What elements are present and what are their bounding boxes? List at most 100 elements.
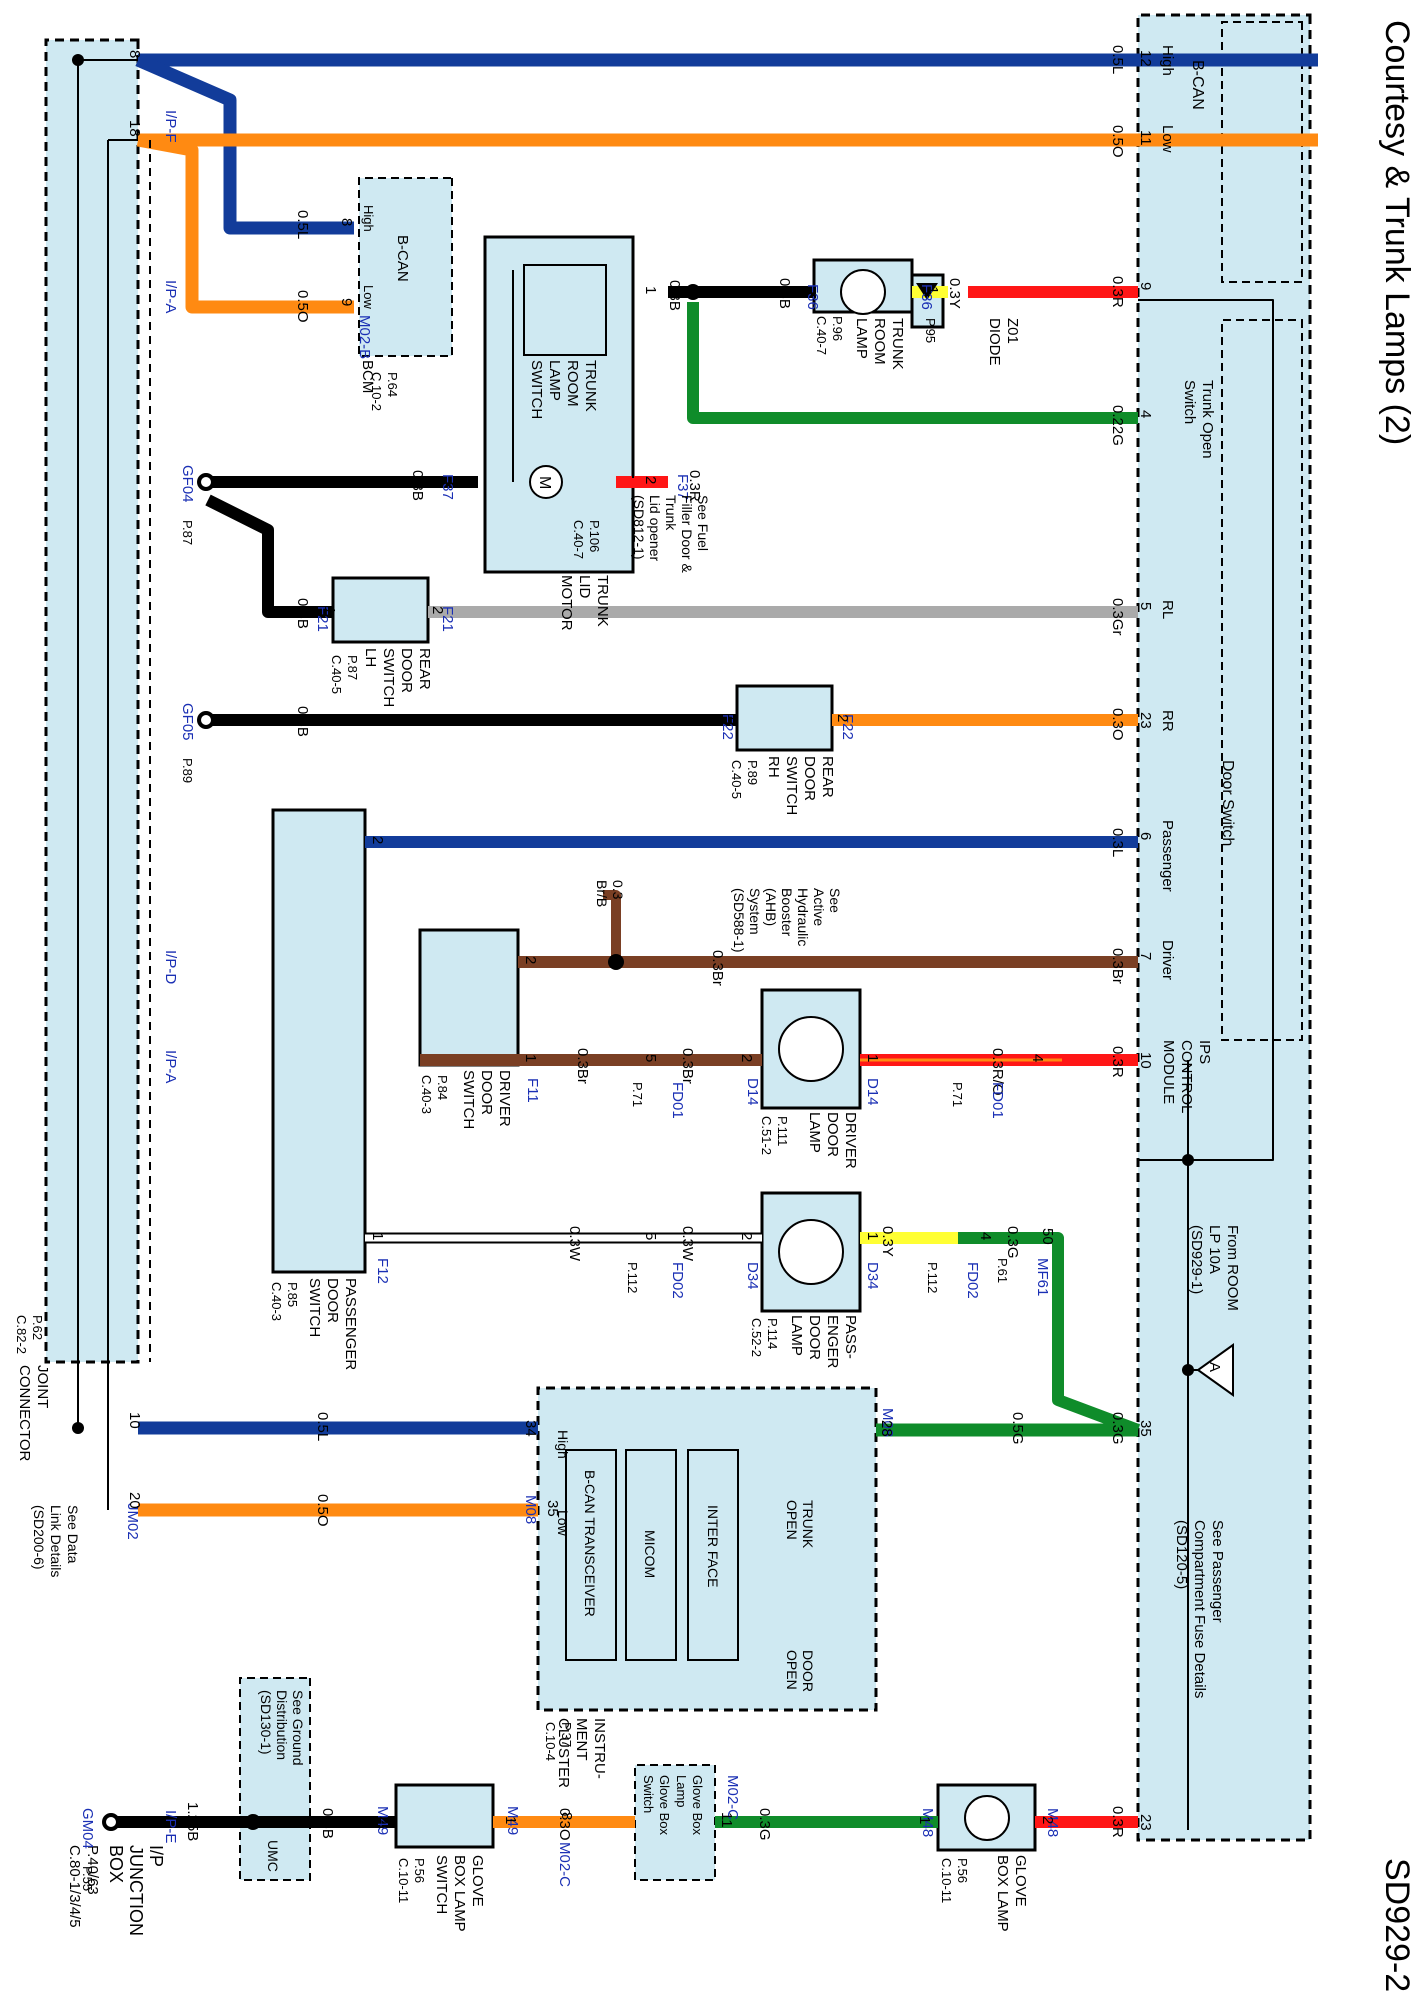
bcm-b-can-box [358,177,453,357]
umc-label: UMC [265,1840,281,1872]
motor-symbol-label: M [536,476,553,489]
trunk-switch-label: ROOM [564,360,581,407]
ip-pin-p23b: 23 [1137,1814,1154,1831]
cluster-label: MENT [573,1718,590,1761]
jc-pin-p10: 10 [126,1412,143,1429]
trunk-lamp-wire2: 0.3B [776,278,793,309]
connector-m48: M48 [919,1808,936,1837]
bcm-wire-w8: 0.5L [294,210,311,239]
trunk-switch-label: TRUNK [582,360,599,412]
rear-rh-label: RH [765,756,782,778]
connector-f22: F22 [839,714,856,740]
diode-ref: P.95 [923,318,938,343]
bcm-ref: P.64 [385,372,400,397]
ip-junction-box-label: I/P [146,1845,166,1867]
data-link-note: (SD200-6) [31,1505,47,1570]
fuel-filler-note: See Fuel [695,495,711,551]
driver-lamp-label: DRIVER [842,1112,859,1169]
glove-lamp-wire: 0.3G [756,1808,773,1841]
trunk-lamp-pin1: 1 [924,286,941,294]
driver-lamp-pin2: 2 [738,1054,755,1062]
trunk-room-lamp-label: LAMP [853,318,870,359]
ip-pin-p7: 7 [1137,952,1154,960]
driver-door-switch-box [418,928,520,1067]
fd01-ref-2: P.71 [950,1082,965,1107]
passenger-lamp-wire1: 0.3Y [879,1226,896,1257]
wire-room-green [958,1232,1141,1436]
data-link-note: Link Details [48,1505,64,1577]
trunk-switch-label: LAMP [546,360,563,401]
fuse-note-label: (SD120-5) [1173,1520,1190,1589]
ip-junction-box-label: BOX [106,1845,126,1883]
cluster-interface-label: INTER FACE [705,1505,721,1587]
rear-lh-label: LH [362,648,379,667]
trunk-lid-pin2: 2 [642,476,659,484]
fuel-filler-note: Lid opener [647,495,663,562]
connector-m49: M49 [504,1806,521,1835]
fuel-filler-note: Trunk [663,495,679,531]
junction-dot [1182,1154,1194,1166]
ip-junction-box-label: JUNCTION [126,1845,146,1936]
fuse-note-label: Compartment Fuse Details [1191,1520,1208,1698]
connector-f21: F21 [439,606,456,632]
ahb-wire: 0.3 [610,880,626,900]
glove-lamp-label: GLOVE [1012,1855,1029,1907]
component-boxes [44,13,1312,1881]
ground-gm04: GM04 [79,1808,96,1849]
fd02-ref-2: P.112 [925,1262,940,1293]
glove-switch-wire-gnd: 1.25B [184,1802,201,1841]
passenger-switch-pin2: 2 [369,836,386,844]
trunk-lid-motor-label: MOTOR [558,575,575,631]
driver-lamp-pin1: 1 [864,1054,881,1062]
ip-pin-p9: 9 [1137,282,1154,290]
connector-f36-2: F36 [918,284,935,310]
ip-pin-p5: 5 [1137,602,1154,610]
glove-lamp-bcm-label: Lamp [674,1775,689,1808]
ip-pin-p35: 35 [1137,1420,1154,1437]
ground-dist-note: See Ground [290,1690,306,1766]
fd02-wire-left: 0.3W [566,1226,583,1262]
ip-wire-w35: 0.3G [1109,1412,1126,1445]
glove-switch-label: SWITCH [433,1855,450,1914]
bcm-bcan-label: B-CAN [394,235,411,282]
connector-f12: F12 [374,1258,391,1284]
ground-symbol-gf04 [197,473,215,491]
passenger-lamp-ref: P.114 [765,1318,780,1349]
passenger-lamp-pin2: 2 [738,1232,755,1240]
trunk-lid-motor-symbol [529,465,563,499]
ip-bcan-label: B-CAN [1189,60,1206,110]
cluster-transceiver-label: B-CAN TRANSCEIVER [582,1470,598,1617]
connector-fd02: FD02 [669,1262,686,1299]
driver-lamp-wire2: 0.3Br [679,1048,696,1084]
passenger-lamp-label: PASS- [842,1315,859,1359]
connector-m02c: M02-C [724,1775,741,1820]
from-room-label: (SD929-1) [1188,1225,1205,1294]
cluster-label: INSTRU- [591,1718,608,1779]
rear-rh-wire: 0.3B [294,706,311,737]
cluster-micom-block [625,1449,677,1661]
rear-door-switch-lh-box [331,576,430,644]
passenger-switch-label: DOOR [324,1278,341,1323]
ground-gm04-ref: P.55 [80,1866,95,1891]
passenger-lamp-wire2: 0.3W [679,1226,696,1262]
rear-rh-label: DOOR [801,756,818,801]
rear-lh-wire: 0.3B [294,598,311,629]
junction-dot [1182,1364,1194,1376]
passenger-lamp-label: DOOR [806,1315,823,1360]
connector-d14-2: D14 [864,1078,881,1106]
ip-pin-p10: 10 [1137,1052,1154,1069]
labels: I/PJUNCTIONBOXP.40/63C.80-1/3/4/5I/P-FI/… [14,45,1241,1936]
ground-gf05-ref: P.89 [180,758,195,783]
cluster-pin35: 35 [544,1500,561,1517]
joint-connector-ref: C.82-2 [14,1315,29,1354]
cluster-micom-label: MICOM [642,1530,658,1578]
ip-low-label: Low [1159,125,1176,153]
wire-ip-internal [1138,299,1274,1161]
ip-junction-box-ref: C.80-1/3/4/5 [66,1845,83,1928]
bcm-label: BCM [359,360,376,393]
connector-m08-2: M08 [522,1495,539,1524]
cluster-ref: C.10-4 [543,1722,558,1761]
connector-m02c-2: M02-C [556,1842,573,1887]
connector-m49-2: M49 [374,1806,391,1835]
